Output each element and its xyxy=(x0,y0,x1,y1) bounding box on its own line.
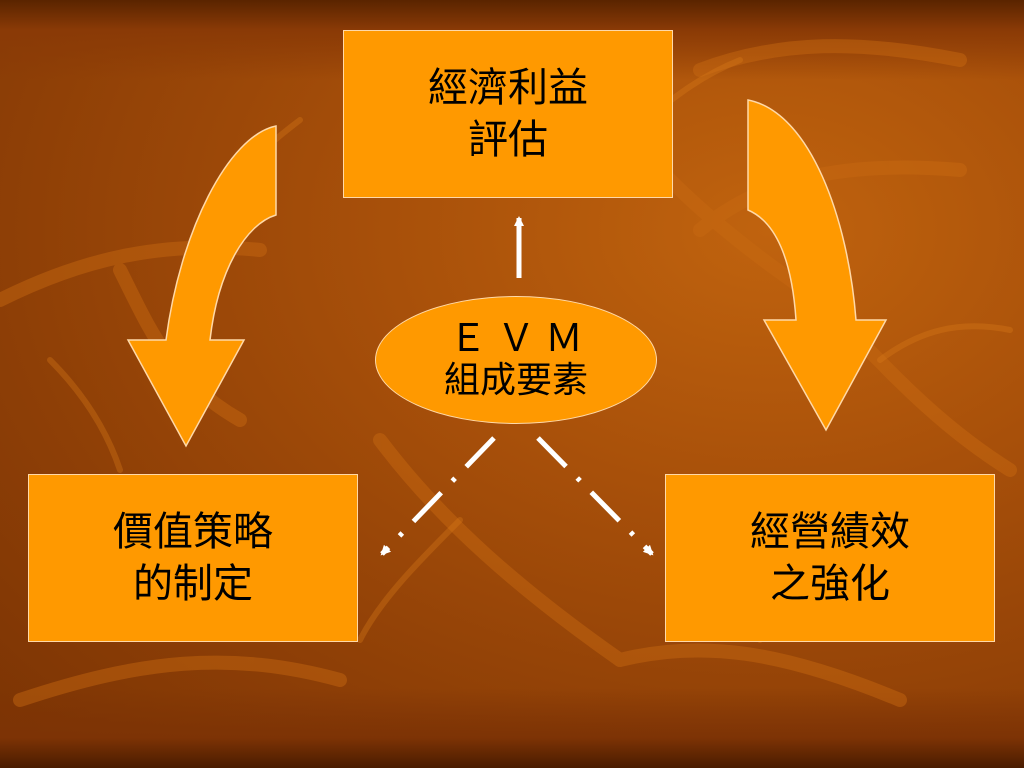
node-right-line2: 之強化 xyxy=(770,561,890,607)
node-top-line2: 評估 xyxy=(468,117,548,163)
node-economic-benefit: 經濟利益 評估 xyxy=(343,30,673,198)
curved-arrow-top-to-right xyxy=(747,99,888,432)
node-value-strategy: 價值策略 的制定 xyxy=(28,474,358,642)
arrow-center-to-right xyxy=(536,436,654,556)
curved-arrow-top-to-left xyxy=(126,125,277,448)
node-center-line2: 組成要素 xyxy=(443,360,588,401)
node-left-line2: 的制定 xyxy=(133,561,253,607)
node-right-line1: 經營績效 xyxy=(750,509,910,555)
node-top-line1: 經濟利益 xyxy=(428,65,588,111)
arrow-center-to-left xyxy=(380,436,496,556)
node-evm-components: ＥＶＭ 組成要素 xyxy=(375,296,657,424)
node-left-line1: 價值策略 xyxy=(113,509,273,555)
node-performance-enhancement: 經營績效 之強化 xyxy=(665,474,995,642)
node-center-line1: ＥＶＭ xyxy=(448,316,593,360)
